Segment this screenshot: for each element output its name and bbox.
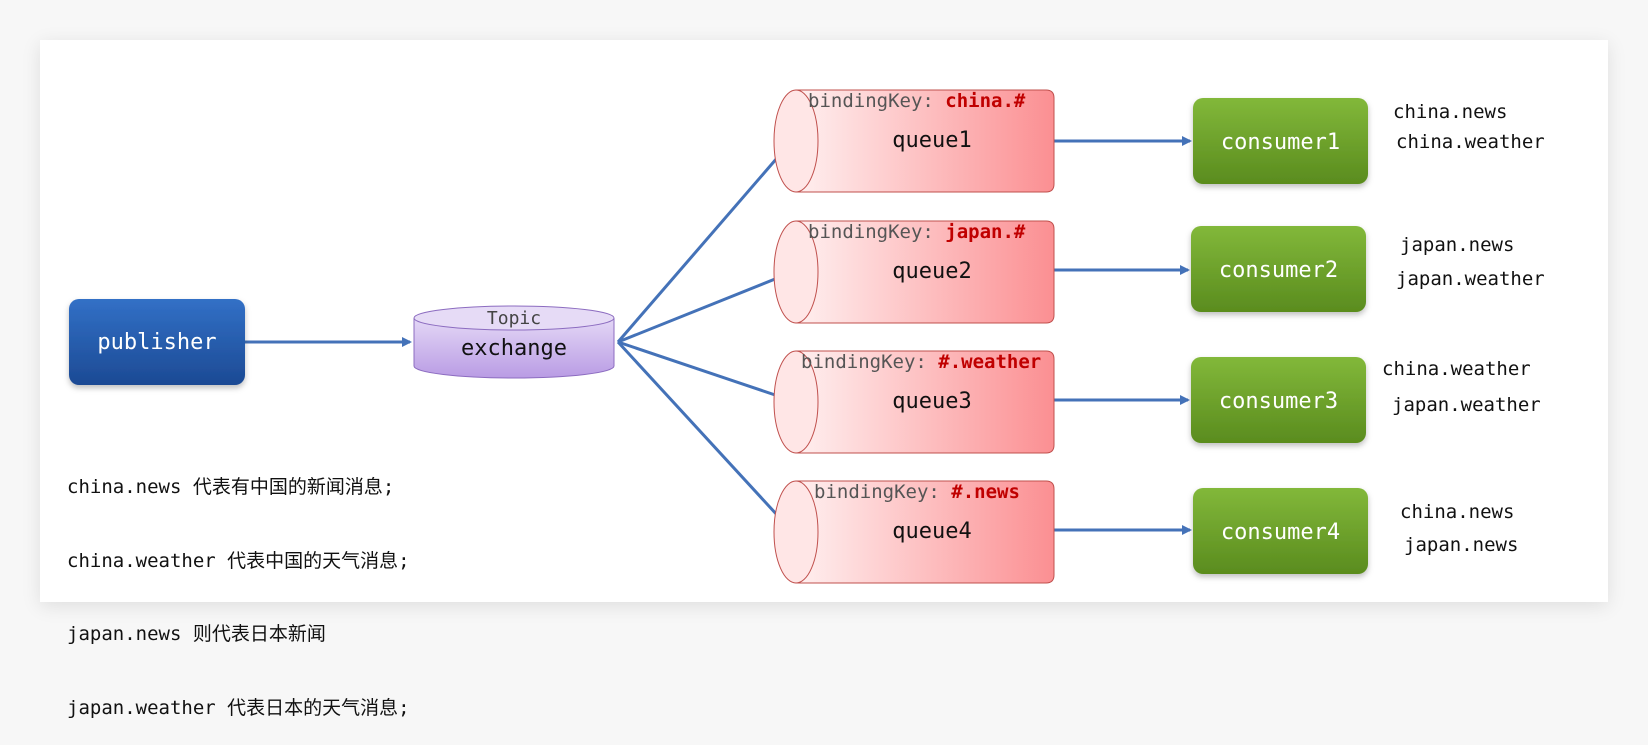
binding-key-value: china.# [945, 90, 1026, 112]
queues: bindingKey: china.# queue1 bindingKey: jap… [773, 89, 1055, 584]
arrow-exchange-queue4 [616, 340, 792, 531]
binding-key-prefix: bindingKey: [801, 351, 938, 373]
exchange-label: exchange [461, 336, 567, 361]
consumer-routing-key: china.news [1393, 101, 1507, 123]
consumer-node: consumer4 [1193, 488, 1368, 574]
consumer-routing-key: japan.news [1400, 234, 1514, 256]
consumer-routing-key: japan.weather [1392, 394, 1541, 416]
consumers: consumer1 china.news china.weather consumer… [1191, 98, 1545, 574]
queue-name: queue4 [892, 519, 971, 544]
arrow-exchange-queue2 [617, 271, 792, 344]
binding-key-text: bindingKey: japan.# [808, 221, 1026, 243]
legend-line: japan.news 则代表日本新闻 [67, 623, 326, 645]
arrow-exchange-queue3 [617, 340, 792, 403]
queue-node: bindingKey: #.weather queue3 [773, 350, 1055, 454]
legend-line: china.weather 代表中国的天气消息; [67, 549, 410, 572]
binding-key-text: bindingKey: #.weather [801, 351, 1041, 373]
legend-line: japan.weather 代表日本的天气消息; [67, 696, 410, 719]
routing-key-legend: china.news 代表有中国的新闻消息; china.weather 代表中… [67, 426, 410, 745]
queue-name: queue2 [892, 259, 971, 284]
consumer-node: consumer1 [1193, 98, 1368, 184]
queue-name: queue1 [892, 128, 971, 153]
consumer-routing-key: china.weather [1396, 131, 1545, 153]
consumer-node: consumer3 [1191, 357, 1366, 443]
binding-key-prefix: bindingKey: [814, 481, 951, 503]
exchange-type-label: Topic [487, 308, 541, 329]
consumer-routing-key: china.weather [1382, 358, 1531, 380]
consumer-routing-key: japan.weather [1396, 268, 1545, 290]
binding-key-prefix: bindingKey: [808, 221, 945, 243]
consumer-name: consumer2 [1219, 258, 1338, 283]
legend-line: china.news 代表有中国的新闻消息; [67, 476, 395, 498]
queue-name: queue3 [892, 389, 971, 414]
binding-key-value: #.weather [938, 351, 1041, 373]
publisher-node [69, 299, 245, 385]
queue-node: bindingKey: #.news queue4 [773, 480, 1055, 584]
consumer-name: consumer3 [1219, 389, 1338, 414]
binding-key-value: japan.# [945, 221, 1026, 243]
consumer-routing-key: japan.news [1404, 534, 1518, 556]
consumer-name: consumer4 [1221, 520, 1340, 545]
binding-key-text: bindingKey: #.news [814, 481, 1020, 503]
queue-node: bindingKey: japan.# queue2 [773, 220, 1055, 324]
arrow-exchange-queue1 [616, 141, 792, 343]
publisher-label: publisher [97, 330, 216, 355]
consumer-routing-key: china.news [1400, 501, 1514, 523]
consumer-name: consumer1 [1221, 130, 1340, 155]
consumer-node: consumer2 [1191, 226, 1366, 312]
topic-exchange-diagram: publisher Topic exchange bindingKey: chi… [69, 89, 1545, 584]
binding-key-text: bindingKey: china.# [808, 90, 1026, 112]
binding-key-prefix: bindingKey: [808, 90, 945, 112]
binding-key-value: #.news [951, 481, 1020, 503]
arrows [245, 136, 1192, 535]
queue-node: bindingKey: china.# queue1 [773, 89, 1055, 193]
exchange-node [413, 305, 615, 379]
